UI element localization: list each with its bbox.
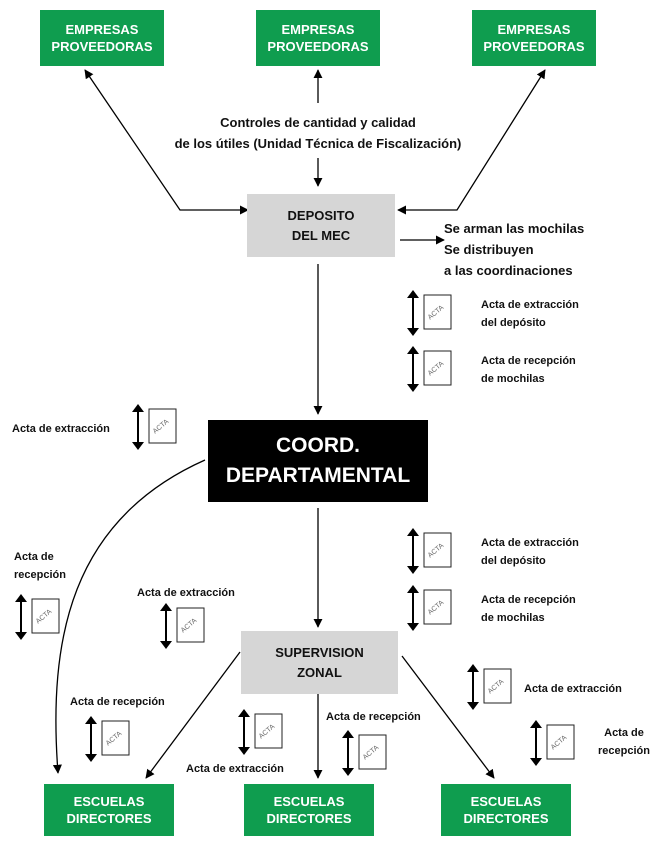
- acta-icon: ACTA: [407, 585, 452, 631]
- acta-icon: ACTA: [160, 603, 205, 649]
- controls-note: Controles de cantidad y calidad de los ú…: [174, 115, 462, 151]
- note-left-recepcion: Acta de recepción: [14, 551, 66, 581]
- note-coord-extraccion: Acta de extracción: [12, 423, 110, 435]
- acta-icon: ACTA: [407, 528, 452, 574]
- note-mid-extraccion: Acta de extracción del depósito: [481, 537, 579, 567]
- note-deposito-recepcion: Acta de recepción de mochilas: [481, 355, 576, 385]
- provider-box-center: EMPRESAS PROVEEDORAS: [256, 10, 380, 66]
- arrow-left-provider: [84, 69, 249, 215]
- acta-icon: ACTA: [407, 346, 452, 392]
- note-center-recepcion: Acta de recepción: [326, 711, 421, 723]
- supervision-zonal-box: SUPERVISION ZONAL: [241, 631, 398, 694]
- arrow-supervision-school-right: [401, 655, 495, 779]
- arrow-coord-left-school: [52, 459, 206, 774]
- arrow-supervision-school-left: [145, 651, 241, 779]
- school-box-center: ESCUELAS DIRECTORES: [244, 784, 374, 836]
- provider-box-left: EMPRESAS PROVEEDORAS: [40, 10, 164, 66]
- acta-icon: ACTA: [238, 709, 283, 755]
- acta-icon: ACTA: [407, 290, 452, 336]
- note-mid-recepcion: Acta de recepción de mochilas: [481, 594, 576, 624]
- deposito-box: DEPOSITO DEL MEC: [247, 194, 395, 257]
- note-deposito-extraccion: Acta de extracción del depósito: [481, 299, 579, 329]
- note-left-extraccion: Acta de extracción: [137, 587, 235, 599]
- arrow-right-provider: [397, 69, 546, 215]
- acta-icon: ACTA: [132, 404, 177, 450]
- note-right-extraccion: Acta de extracción: [524, 683, 622, 695]
- note-right-recepcion: Acta de recepción: [598, 727, 650, 757]
- acta-icon: ACTA: [15, 594, 60, 640]
- provider-box-right: EMPRESAS PROVEEDORAS: [472, 10, 596, 66]
- school-box-right: ESCUELAS DIRECTORES: [441, 784, 571, 836]
- acta-icon: ACTA: [85, 716, 130, 762]
- school-box-left: ESCUELAS DIRECTORES: [44, 784, 174, 836]
- coord-departamental-box: COORD. DEPARTAMENTAL: [208, 420, 428, 502]
- note-lower-recepcion: Acta de recepción: [70, 696, 165, 708]
- acta-icon: ACTA: [530, 720, 575, 766]
- note-center-extraccion: Acta de extracción: [186, 763, 284, 775]
- deposito-actions: Se arman las mochilas Se distribuyen a l…: [444, 221, 585, 278]
- acta-icon: ACTA: [342, 730, 387, 776]
- acta-icon: ACTA: [467, 664, 512, 710]
